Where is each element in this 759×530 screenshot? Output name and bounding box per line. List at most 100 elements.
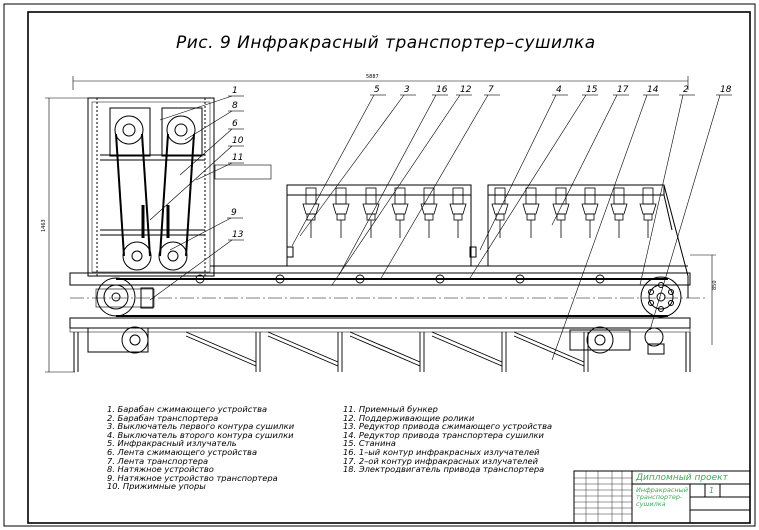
callout-number: 18	[720, 85, 732, 95]
ir-emitter	[391, 187, 409, 238]
legend-item: 14. Редуктор привода транспортера сушилк…	[343, 429, 544, 440]
ir-emitter	[449, 187, 467, 238]
legend-item: 18. Электродвигатель привода транспортер…	[343, 464, 545, 475]
callout-number: 7	[488, 85, 494, 95]
callout-number: 8	[232, 101, 238, 111]
transporter-drum-left	[95, 277, 155, 317]
leader-line	[338, 94, 437, 276]
callout-number: 11	[232, 153, 243, 163]
callout-number: 13	[232, 230, 244, 240]
ir-emitter	[610, 187, 628, 238]
legend-item: 5. Инфракрасный излучатель	[107, 438, 237, 449]
support-roller	[435, 274, 445, 284]
leader-line	[331, 94, 461, 286]
leader-line	[479, 94, 557, 251]
callout-number: 15	[586, 85, 598, 95]
base-leg	[431, 331, 507, 372]
callout-number: 1	[232, 86, 238, 96]
legend-item: 7. Лента транспортера	[107, 455, 209, 466]
dimension-height2-text: 850	[712, 280, 718, 290]
leader-line	[149, 145, 233, 221]
callout-number: 14	[647, 85, 659, 95]
callout-number: 2	[683, 85, 689, 95]
callout-number: 5	[374, 85, 380, 95]
callout-number: 10	[232, 136, 244, 146]
stamp-sheet: 1	[709, 486, 715, 495]
leader-line	[469, 94, 587, 279]
ir-emitter	[522, 187, 540, 238]
stamp-project: Дипломный проект	[636, 473, 728, 483]
stamp-name-2: транспортер-	[636, 493, 683, 501]
ir-emitter	[552, 187, 570, 238]
callout-number: 4	[556, 85, 562, 95]
callout-number: 17	[617, 85, 629, 95]
dimension-height	[45, 97, 90, 373]
gearboxes	[121, 326, 665, 355]
ir-emitter	[362, 187, 380, 238]
leader-line	[639, 94, 684, 286]
ir-emitter	[639, 187, 657, 238]
legend-item: 1. Барабан сжимающего устройства	[107, 404, 268, 414]
dimension-length	[72, 76, 689, 90]
base-legs	[185, 331, 589, 372]
callout-number: 3	[404, 85, 410, 95]
support-roller	[515, 274, 525, 284]
switches	[286, 246, 477, 258]
legend-item: 9. Натяжное устройство транспортера	[107, 472, 278, 483]
legend-item: 2. Барабан транспортера	[107, 412, 219, 423]
legend-item: 13. Редуктор привода сжимающего устройст…	[343, 421, 553, 432]
inner-frame	[27, 11, 751, 524]
base-leg	[185, 331, 261, 372]
base-frame	[73, 327, 691, 372]
support-roller	[355, 274, 365, 284]
dimension-length-text: 5887	[366, 74, 379, 80]
leader-line	[551, 94, 618, 226]
leader-line	[184, 110, 233, 141]
outer-border	[3, 3, 756, 527]
leader-line	[649, 94, 721, 331]
ir-contour-1	[286, 184, 472, 266]
callout-number: 12	[460, 85, 472, 95]
ir-contour-2	[487, 184, 689, 298]
callout-number: 6	[232, 119, 238, 129]
legend-item: 10. Прижимные упоры	[107, 481, 206, 492]
ir-emitter	[420, 187, 438, 238]
legend-item: 6. Лента сжимающего устройства	[107, 446, 258, 457]
stamp-name-1: Инфракрасный	[636, 486, 688, 494]
callout-number: 16	[436, 85, 448, 95]
legend-item: 16. 1–ый контур инфракрасных излучателей	[343, 446, 540, 457]
transporter-drum-right	[640, 276, 682, 318]
leader-line	[551, 94, 648, 361]
legend-item: 3. Выключатель первого контура сушилки	[107, 421, 295, 432]
pressing-drums	[114, 115, 196, 271]
leader-line	[379, 94, 489, 281]
base-leg	[267, 331, 343, 372]
legend-item: 8. Натяжное устройство	[107, 464, 214, 475]
dimension-height-right	[690, 254, 716, 345]
figure-title: Рис. 9 Инфракрасный транспортер–сушилка	[176, 33, 596, 53]
legend-item: 12. Поддерживающие ролики	[343, 412, 475, 423]
base-leg	[513, 331, 589, 372]
legend-item: 17. 2–ой контур инфракрасных излучателей	[343, 455, 538, 466]
legend-item: 11. Приемный бункер	[343, 404, 438, 414]
support-roller	[275, 274, 285, 284]
pressing-belt	[115, 133, 195, 257]
leader-line	[149, 239, 233, 301]
support-roller	[595, 274, 605, 284]
leader-lines	[149, 94, 732, 361]
ir-emitter	[581, 187, 599, 238]
stamp-name-3: сушилка	[636, 500, 666, 508]
ir-emitter	[332, 187, 350, 238]
support-roller	[195, 274, 205, 284]
leader-line	[169, 217, 232, 251]
conveyor-frame	[69, 265, 691, 333]
leader-line	[291, 94, 375, 247]
legend-item: 15. Станина	[343, 438, 396, 449]
support-rollers	[195, 274, 605, 284]
title-block	[573, 470, 751, 524]
callout-number: 9	[231, 208, 237, 218]
